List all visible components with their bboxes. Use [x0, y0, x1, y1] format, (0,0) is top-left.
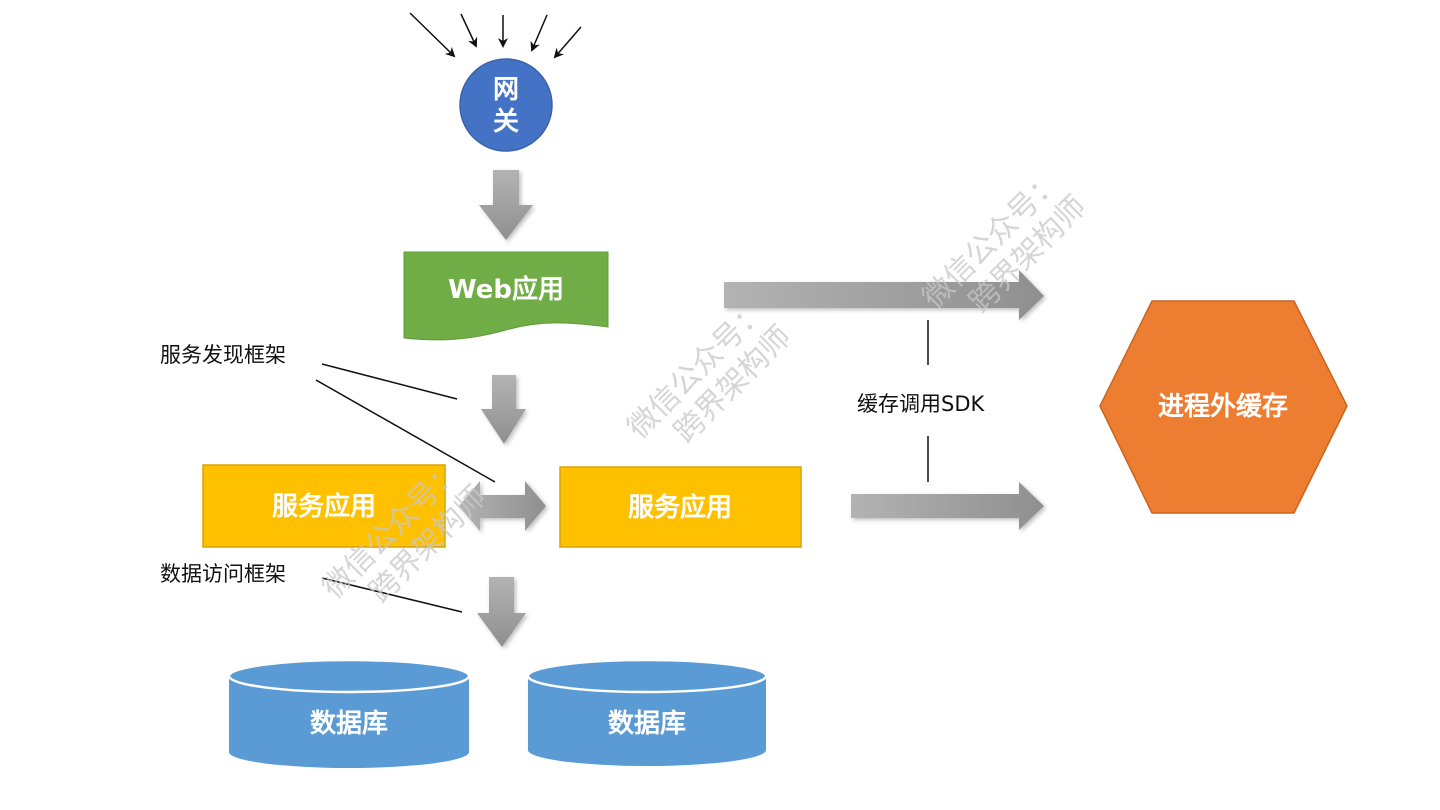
arrow-web-to-cache	[724, 270, 1044, 320]
web-app-shape	[403, 251, 609, 341]
external-cache-hexagon	[1099, 300, 1348, 514]
watermark: 微信公众号： 跨界架构师	[916, 164, 1093, 320]
service-discovery-label: 服务发现框架	[160, 343, 286, 367]
service-app-left-node: 服务应用	[202, 464, 446, 548]
client-arrow	[553, 26, 582, 59]
gateway-label-line2: 关	[493, 107, 519, 137]
service-app-right-label: 服务应用	[628, 492, 732, 523]
data-access-leader	[321, 577, 463, 613]
watermark: 微信公众号： 跨界架构师	[621, 294, 798, 450]
arrow-web-to-service	[481, 375, 526, 444]
service-app-left-label: 服务应用	[272, 491, 376, 522]
service-app-left-box	[202, 464, 446, 548]
cache-sdk-label: 缓存调用SDK	[857, 392, 986, 416]
service-app-right-node: 服务应用	[559, 466, 802, 548]
database-left-body	[229, 676, 469, 768]
arrow-service-to-database	[477, 577, 526, 647]
web-app-node: Web应用	[403, 251, 609, 341]
database-right-label: 数据库	[608, 709, 686, 739]
service-app-right-box	[559, 466, 802, 548]
client-request-arrows	[409, 12, 582, 59]
external-cache-node: 进程外缓存	[1099, 300, 1348, 514]
gateway-node: 网 关	[459, 58, 553, 152]
gateway-label-line1: 网	[493, 75, 519, 105]
database-left-top	[227, 658, 471, 694]
web-app-label: Web应用	[448, 274, 564, 305]
arrow-service-bidirectional	[459, 481, 546, 531]
client-arrow	[530, 14, 548, 52]
gateway-circle	[459, 58, 553, 152]
client-arrow	[409, 12, 456, 58]
database-right-top	[526, 658, 768, 694]
arrow-gateway-to-web	[479, 170, 533, 240]
data-access-label: 数据访问框架	[160, 562, 286, 586]
database-right-node: 数据库	[526, 658, 768, 766]
arrow-service-to-cache	[851, 482, 1044, 530]
database-left-label: 数据库	[310, 709, 388, 739]
database-right-body	[528, 676, 766, 766]
service-discovery-leader-2	[315, 379, 496, 483]
database-left-node: 数据库	[227, 658, 471, 768]
external-cache-label: 进程外缓存	[1158, 391, 1288, 422]
client-arrow	[460, 13, 478, 48]
service-discovery-leader-1	[321, 363, 458, 400]
